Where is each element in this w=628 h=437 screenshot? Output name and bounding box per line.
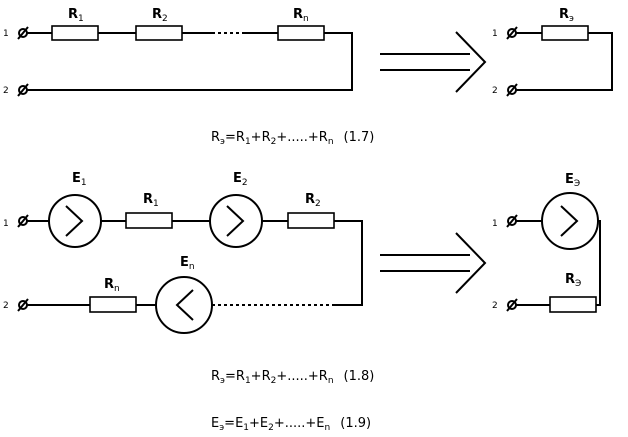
terminal-2-symbol xyxy=(17,298,29,312)
equivalent-emf-circuit: 1 2 EЭ RЭ xyxy=(492,172,601,313)
terminal-1-symbol xyxy=(17,214,29,228)
terminal-label-1: 1 xyxy=(492,219,498,229)
equivalence-arrow-top xyxy=(380,31,487,93)
wire-return xyxy=(596,220,601,306)
label-en: En xyxy=(180,255,195,272)
terminal-2-symbol xyxy=(17,83,29,97)
label-r2: R2 xyxy=(305,192,321,209)
label-r1: R1 xyxy=(143,192,159,209)
terminal-label-2: 2 xyxy=(3,301,9,311)
series-emf-circuit: 1 2 xyxy=(3,171,363,334)
series-resistor-circuit: 1 2 R1 R2 Rn xyxy=(3,7,353,97)
label-r2: R2 xyxy=(152,7,168,24)
label-req: RЭ xyxy=(565,272,581,289)
label-e1: E1 xyxy=(72,171,87,188)
resistor-r1 xyxy=(51,25,99,41)
resistor-req xyxy=(549,296,597,313)
emf-source-e1 xyxy=(48,194,102,248)
wire-return xyxy=(334,220,363,306)
equation-1-9: Eэ=E1+E2+.....+En(1.9) xyxy=(211,416,371,433)
wire-return xyxy=(27,32,353,91)
resistor-req xyxy=(541,25,589,41)
terminal-label-1: 1 xyxy=(492,29,498,39)
label-eeq: EЭ xyxy=(565,172,580,189)
emf-source-eeq xyxy=(541,192,599,250)
terminal-1-symbol xyxy=(17,26,29,40)
emf-source-en xyxy=(155,276,213,334)
emf-source-e2 xyxy=(209,194,263,248)
terminal-label-1: 1 xyxy=(3,219,9,229)
label-rn: Rn xyxy=(104,277,120,294)
label-e2: E2 xyxy=(233,171,248,188)
resistor-r2 xyxy=(135,25,183,41)
equation-1-7: Rэ=R1+R2+.....+Rn(1.7) xyxy=(211,130,374,147)
resistor-r1 xyxy=(125,212,173,229)
label-r1: R1 xyxy=(68,7,84,24)
terminal-label-2: 2 xyxy=(3,86,9,96)
wire-return xyxy=(516,32,613,91)
label-req: Rэ xyxy=(559,7,574,24)
label-rn: Rn xyxy=(293,7,309,24)
terminal-label-1: 1 xyxy=(3,29,9,39)
terminal-2-symbol xyxy=(506,298,518,312)
equivalence-arrow-bottom xyxy=(380,232,487,294)
terminal-1-symbol xyxy=(506,214,518,228)
resistor-rn xyxy=(89,296,137,313)
equivalent-resistor-circuit: 1 2 Rэ xyxy=(492,7,613,97)
terminal-2-symbol xyxy=(506,83,518,97)
terminal-1-symbol xyxy=(506,26,518,40)
equation-1-8: Rэ=R1+R2+.....+Rn(1.8) xyxy=(211,369,374,386)
resistor-rn xyxy=(277,25,325,41)
terminal-label-2: 2 xyxy=(492,86,498,96)
terminal-label-2: 2 xyxy=(492,301,498,311)
resistor-r2 xyxy=(287,212,335,229)
